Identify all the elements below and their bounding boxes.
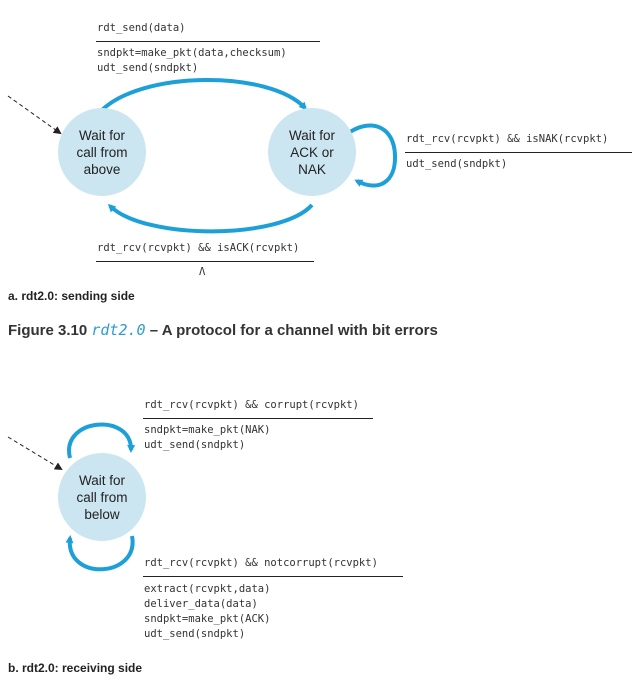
sender-top-rule (96, 41, 320, 42)
sender-caption: a. rdt2.0: sending side (8, 289, 135, 303)
receiver-bottom-action-3: sndpkt=make_pkt(ACK) (144, 613, 271, 625)
sender-bottom-action: Λ (199, 266, 206, 278)
sender-top-action-1: sndpkt=make_pkt(data,checksum) (97, 47, 287, 59)
sender-bottom-event: rdt_rcv(rcvpkt) && isACK(rcvpkt) (97, 242, 300, 254)
arrow-receiver-corrupt-loop (67, 422, 136, 459)
receiver-top-event: rdt_rcv(rcvpkt) && corrupt(rcvpkt) (144, 399, 359, 411)
initial-arrow-receiver (7, 436, 63, 471)
receiver-bottom-action-4: udt_send(sndpkt) (144, 628, 246, 640)
receiver-caption: b. rdt2.0: receiving side (8, 661, 143, 675)
figure-suffix: – A protocol for a channel with bit erro… (149, 322, 438, 339)
sender-top-event: rdt_send(data) (97, 22, 186, 34)
figure-code: rdt2.0 (91, 321, 146, 339)
receiver-top-action-1: sndpkt=make_pkt(NAK) (144, 424, 271, 436)
sender-bottom-rule (96, 261, 314, 262)
receiver-top-action-2: udt_send(sndpkt) (144, 439, 246, 451)
sender-right-action-1: udt_send(sndpkt) (406, 158, 508, 170)
receiver-bottom-rule (143, 576, 403, 577)
state-wait-call-below-label: Wait for call from below (76, 472, 128, 522)
sender-right-rule (405, 152, 632, 153)
sender-right-event: rdt_rcv(rcvpkt) && isNAK(rcvpkt) (406, 133, 609, 145)
initial-arrow-sender (7, 95, 62, 135)
state-wait-call-above-label: Wait for call from above (76, 127, 128, 177)
arrow-sender-nak-loop (348, 123, 398, 188)
receiver-top-rule (143, 418, 373, 419)
state-wait-call-below: Wait for call from below (58, 453, 146, 541)
arrow-sender-ack (107, 203, 314, 234)
receiver-bottom-action-2: deliver_data(data) (144, 598, 258, 610)
figure-prefix: Figure 3.10 (8, 322, 88, 339)
receiver-bottom-action-1: extract(rcvpkt,data) (144, 583, 271, 595)
arrow-sender-send (98, 78, 308, 114)
figure-title: Figure 3.10 rdt2.0 – A protocol for a ch… (8, 321, 438, 339)
state-wait-ack-nak: Wait for ACK or NAK (268, 108, 356, 196)
state-wait-call-above: Wait for call from above (58, 108, 146, 196)
state-wait-ack-nak-label: Wait for ACK or NAK (288, 127, 335, 177)
sender-top-action-2: udt_send(sndpkt) (97, 62, 199, 74)
arrow-receiver-notcorrupt-loop (65, 535, 135, 572)
receiver-bottom-event: rdt_rcv(rcvpkt) && notcorrupt(rcvpkt) (144, 557, 378, 569)
